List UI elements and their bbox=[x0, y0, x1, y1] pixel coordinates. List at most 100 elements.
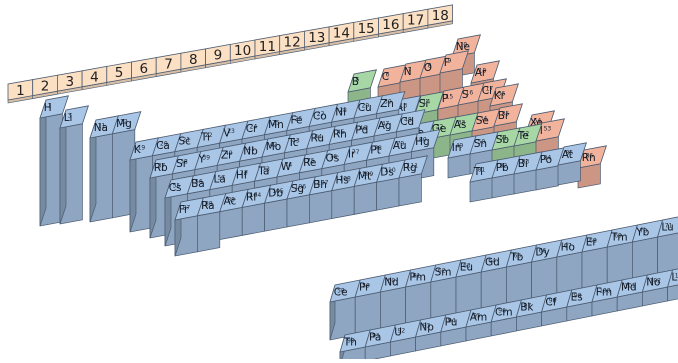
element-symbol: Pr bbox=[359, 281, 370, 293]
atomic-number: 73 bbox=[262, 166, 270, 173]
group-number-label: 15 bbox=[358, 21, 375, 37]
element-symbol: At bbox=[562, 149, 573, 161]
element-symbol: Mo bbox=[266, 141, 281, 153]
group-number-cell: 15 bbox=[353, 17, 379, 42]
group-number-label: 11 bbox=[259, 39, 276, 55]
atomic-number: 37 bbox=[158, 163, 166, 170]
element-symbol: Ta bbox=[257, 165, 269, 177]
element-symbol: Cu bbox=[358, 102, 372, 114]
atomic-number: 58 bbox=[337, 288, 345, 295]
atomic-number: 74 bbox=[285, 162, 293, 169]
atomic-number: 80 bbox=[419, 137, 427, 144]
tile-face bbox=[557, 142, 587, 166]
element-symbol: Tb bbox=[509, 251, 523, 263]
element-symbol: I bbox=[540, 125, 543, 137]
element-symbol: K bbox=[134, 144, 142, 156]
element-symbol: Au bbox=[393, 140, 407, 152]
element-symbol: Cl bbox=[482, 85, 492, 97]
atomic-number: 33 bbox=[458, 120, 466, 127]
element-symbol: F bbox=[444, 57, 450, 69]
group-number-cell: 3 bbox=[57, 70, 83, 95]
atomic-number: 27 bbox=[317, 111, 325, 118]
atomic-number: 97 bbox=[524, 303, 532, 310]
element-tile: 103Lr bbox=[667, 268, 678, 302]
tile-front-wall bbox=[241, 202, 265, 236]
element-symbol: Es bbox=[571, 291, 583, 303]
element-symbol: Nd bbox=[384, 276, 399, 288]
element-symbol: Rg bbox=[403, 162, 417, 174]
element-tile: 9F bbox=[439, 50, 469, 94]
atomic-number: 60 bbox=[388, 278, 396, 285]
atomic-number: 35 bbox=[502, 111, 510, 118]
element-symbol: P bbox=[442, 93, 448, 105]
element-symbol: Tc bbox=[287, 137, 299, 149]
atomic-number: 61 bbox=[413, 273, 421, 280]
f-block: 58Ce59Pr60Nd61Pm62Sm63Eu64Gd65Tb66Dy67Ho… bbox=[329, 216, 678, 363]
element-symbol: Ba bbox=[191, 178, 205, 190]
element-symbol: Ne bbox=[456, 41, 470, 53]
tile-face bbox=[410, 129, 441, 153]
atomic-number: 26 bbox=[294, 115, 302, 122]
atomic-number: 72 bbox=[240, 170, 248, 177]
atomic-number: 8 bbox=[428, 63, 432, 70]
group-number-cell: 7 bbox=[155, 52, 182, 77]
atomic-number: 82 bbox=[500, 163, 508, 170]
atomic-number: 36 bbox=[498, 91, 506, 98]
tile-face bbox=[398, 155, 428, 179]
atomic-number: 77 bbox=[352, 149, 360, 156]
atomic-number: 65 bbox=[514, 253, 522, 260]
group-number-label: 3 bbox=[66, 74, 75, 90]
tile-face bbox=[489, 83, 519, 107]
atomic-number: 95 bbox=[473, 313, 481, 320]
atomic-number: 55 bbox=[173, 183, 181, 190]
element-symbol: Tm bbox=[610, 231, 628, 243]
atomic-number: 23 bbox=[227, 128, 235, 135]
element-symbol: Li bbox=[64, 112, 73, 124]
element-symbol: Fr bbox=[179, 204, 189, 216]
group-number-label: 17 bbox=[407, 12, 424, 28]
group-number-label: 4 bbox=[90, 70, 99, 86]
group-number-label: 16 bbox=[382, 17, 399, 33]
atomic-number: 92 bbox=[398, 328, 406, 335]
element-symbol: U bbox=[394, 326, 402, 338]
atomic-number: 48 bbox=[404, 117, 412, 124]
element-symbol: In bbox=[452, 142, 462, 154]
element-symbol: Y bbox=[198, 154, 206, 166]
group-number-cell: 8 bbox=[180, 48, 207, 73]
tile-face bbox=[470, 60, 500, 84]
atomic-number: 81 bbox=[478, 167, 486, 174]
tile-face bbox=[59, 105, 89, 129]
group-number-label: 18 bbox=[432, 8, 449, 24]
atomic-number: 9 bbox=[448, 58, 452, 65]
element-symbol: Am bbox=[470, 311, 487, 323]
element-symbol: Md bbox=[621, 281, 637, 293]
tile-front-wall bbox=[197, 211, 221, 253]
atomic-number: 17 bbox=[486, 86, 494, 93]
atomic-number: 86 bbox=[586, 153, 594, 160]
atomic-number: 7 bbox=[408, 67, 412, 74]
element-symbol: Os bbox=[326, 153, 340, 165]
tile-face bbox=[375, 91, 406, 115]
group-number-cell: 5 bbox=[106, 61, 132, 86]
group-number-cell: 12 bbox=[279, 30, 305, 55]
atomic-number: 43 bbox=[292, 138, 300, 145]
atomic-number: 44 bbox=[314, 133, 322, 140]
atomic-number: 91 bbox=[372, 333, 380, 340]
element-symbol: Cr bbox=[246, 123, 258, 135]
element-tile: 1H bbox=[39, 95, 69, 227]
